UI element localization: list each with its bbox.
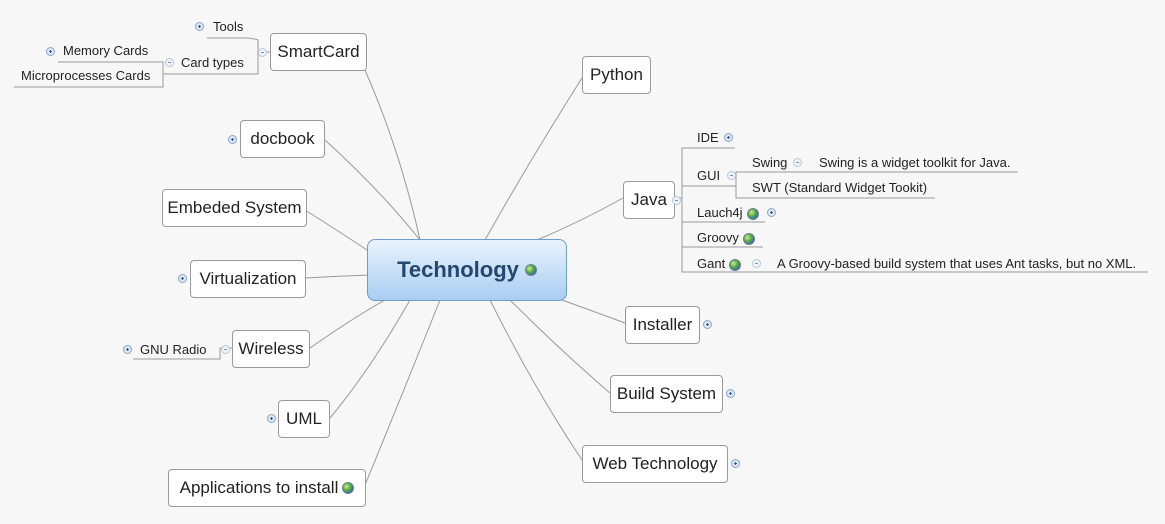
topic-embeded-system[interactable]: Embeded System bbox=[162, 189, 307, 227]
branch-build bbox=[509, 299, 611, 394]
branch-virtualization bbox=[304, 274, 371, 279]
collapse-icon[interactable] bbox=[672, 196, 681, 205]
branch-embeded bbox=[304, 209, 371, 253]
topic-embeded-system-label: Embeded System bbox=[167, 198, 302, 217]
topic-java-label: Java bbox=[631, 190, 667, 209]
collapse-icon[interactable] bbox=[258, 48, 267, 57]
topic-docbook[interactable]: docbook bbox=[240, 120, 325, 158]
subtopic-lauch4j-label: Lauch4j bbox=[697, 205, 743, 220]
globe-icon bbox=[524, 264, 537, 276]
expand-icon[interactable] bbox=[46, 47, 55, 56]
expand-icon[interactable] bbox=[731, 459, 740, 468]
subtopic-microprocesses-cards[interactable]: Microprocesses Cards bbox=[21, 68, 151, 83]
topic-build-system[interactable]: Build System bbox=[610, 375, 723, 413]
expand-icon[interactable] bbox=[195, 22, 204, 31]
topic-wireless[interactable]: Wireless bbox=[232, 330, 310, 368]
collapse-icon[interactable] bbox=[793, 158, 802, 167]
branch-uml bbox=[329, 299, 411, 419]
expand-icon[interactable] bbox=[267, 414, 276, 423]
expand-icon[interactable] bbox=[178, 274, 187, 283]
central-topic[interactable]: Technology bbox=[367, 239, 567, 301]
branch-web bbox=[489, 299, 583, 461]
central-topic-label: Technology bbox=[397, 257, 519, 282]
expand-icon[interactable] bbox=[123, 345, 132, 354]
topic-smartcard[interactable]: SmartCard bbox=[270, 33, 367, 71]
topic-installer[interactable]: Installer bbox=[625, 306, 700, 344]
expand-icon[interactable] bbox=[703, 320, 712, 329]
collapse-icon[interactable] bbox=[165, 58, 174, 67]
subtopic-groovy-label: Groovy bbox=[697, 230, 739, 245]
topic-applications-to-install-label: Applications to install bbox=[179, 478, 339, 497]
topic-python-label: Python bbox=[590, 65, 643, 84]
topic-virtualization[interactable]: Virtualization bbox=[190, 260, 306, 298]
topic-uml[interactable]: UML bbox=[278, 400, 330, 438]
globe-icon bbox=[746, 207, 759, 220]
collapse-icon[interactable] bbox=[752, 259, 761, 268]
subtopic-swing[interactable]: Swing bbox=[752, 155, 788, 170]
subtopic-memory-cards[interactable]: Memory Cards bbox=[63, 43, 149, 58]
topic-smartcard-label: SmartCard bbox=[277, 42, 360, 61]
expand-icon[interactable] bbox=[767, 208, 776, 217]
branch-python bbox=[484, 77, 583, 241]
expand-icon[interactable] bbox=[724, 133, 733, 142]
topic-java[interactable]: Java bbox=[623, 181, 675, 219]
note-gant: A Groovy-based build system that uses An… bbox=[777, 256, 1137, 271]
subtopic-gant[interactable]: Gant bbox=[697, 256, 742, 272]
subtopic-tools[interactable]: Tools bbox=[213, 19, 244, 34]
topic-docbook-label: docbook bbox=[250, 129, 315, 148]
branch-java bbox=[536, 197, 624, 241]
topic-python[interactable]: Python bbox=[582, 56, 651, 94]
subtopic-ide[interactable]: IDE bbox=[697, 130, 719, 145]
topic-web-technology[interactable]: Web Technology bbox=[582, 445, 728, 483]
topic-build-system-label: Build System bbox=[616, 384, 717, 403]
topic-applications-to-install[interactable]: Applications to install bbox=[168, 469, 366, 507]
branch-wireless bbox=[309, 299, 386, 349]
branch-docbook bbox=[324, 139, 421, 241]
topic-installer-label: Installer bbox=[632, 315, 693, 334]
collapse-icon[interactable] bbox=[727, 171, 736, 180]
branch-apps bbox=[364, 299, 441, 486]
topic-virtualization-label: Virtualization bbox=[199, 269, 297, 288]
collapse-icon[interactable] bbox=[221, 345, 230, 354]
subtopic-gant-label: Gant bbox=[697, 256, 726, 271]
subtopic-swt[interactable]: SWT (Standard Widget Tookit) bbox=[752, 180, 928, 195]
note-swing: Swing is a widget toolkit for Java. bbox=[819, 155, 1011, 170]
branch-smartcard bbox=[364, 69, 421, 241]
topic-wireless-label: Wireless bbox=[238, 339, 304, 358]
expand-icon[interactable] bbox=[228, 135, 237, 144]
subtopic-card-types[interactable]: Card types bbox=[181, 55, 244, 70]
subtopic-lauch4j[interactable]: Lauch4j bbox=[697, 205, 759, 221]
globe-icon bbox=[342, 482, 355, 494]
subtopic-groovy[interactable]: Groovy bbox=[697, 230, 755, 246]
globe-icon bbox=[742, 232, 755, 245]
topic-uml-label: UML bbox=[286, 409, 322, 428]
subtopic-gui[interactable]: GUI bbox=[697, 168, 721, 183]
globe-icon bbox=[729, 258, 742, 271]
topic-web-technology-label: Web Technology bbox=[592, 454, 718, 473]
subtopic-gnu-radio[interactable]: GNU Radio bbox=[140, 342, 207, 357]
expand-icon[interactable] bbox=[726, 389, 735, 398]
